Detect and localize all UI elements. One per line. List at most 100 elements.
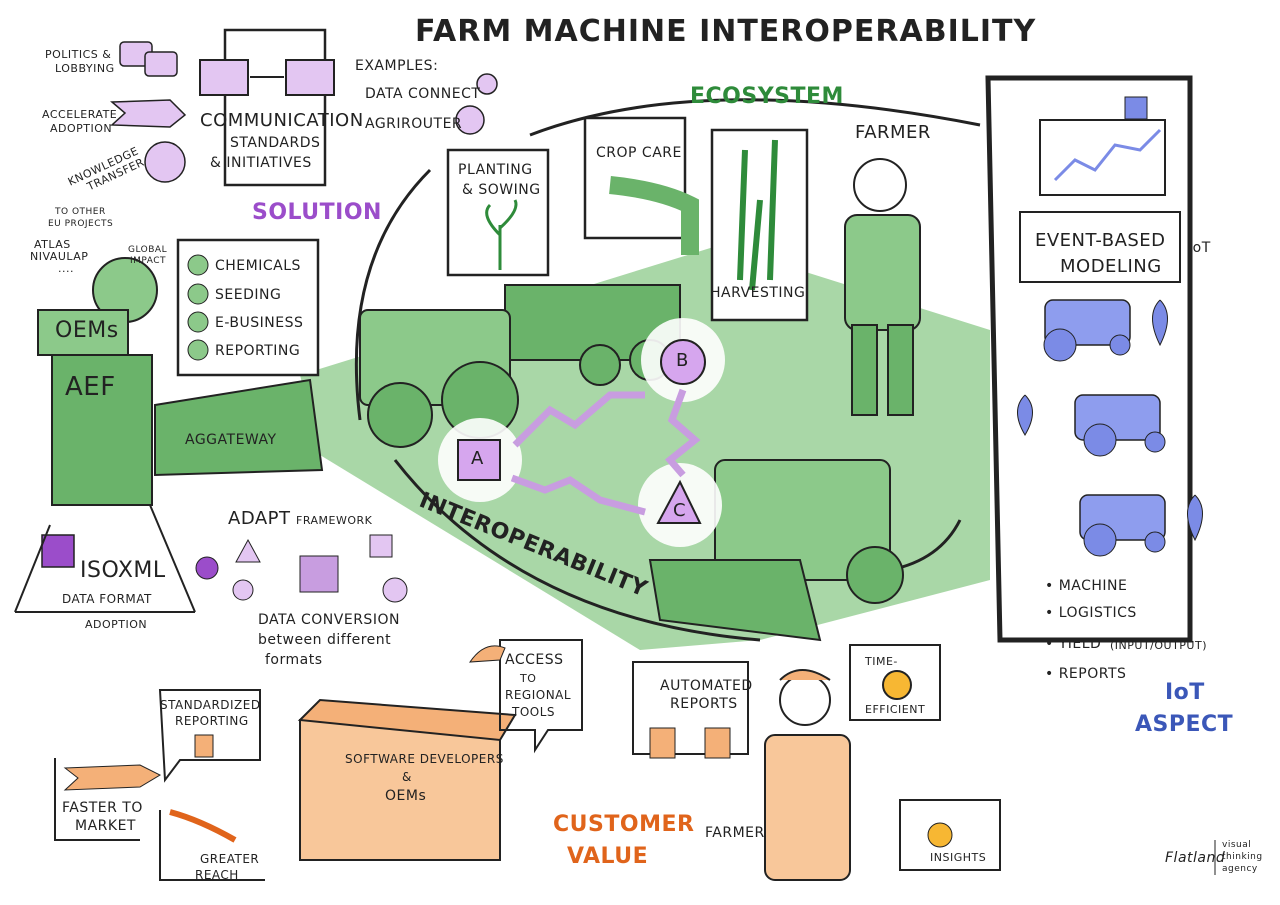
- solution-item-chemicals: CHEMICALS: [215, 258, 301, 274]
- eu-label-2: EU PROJECTS: [48, 219, 114, 229]
- adapt-conversion-1: DATA CONVERSION: [258, 612, 400, 628]
- example-data-connect: DATA CONNECT: [365, 86, 481, 102]
- customer-value-label-2: VALUE: [567, 844, 649, 869]
- standardized-label-1: STANDARDIZED: [160, 698, 261, 712]
- atlas-label-2: NIVAULAP: [30, 250, 89, 263]
- crop-care-box: [583, 116, 687, 240]
- iot-aspect-label-1: IoT: [1165, 680, 1205, 705]
- planting-label-1: PLANTING: [458, 162, 533, 178]
- solution-item-reporting: REPORTING: [215, 343, 301, 359]
- reach-label-2: REACH: [195, 868, 239, 882]
- time-label-2: EFFICIENT: [865, 703, 926, 716]
- examples-label: EXAMPLES:: [355, 58, 439, 74]
- iot-list-logistics: • LOGISTICS: [1045, 605, 1137, 621]
- node-b: [660, 339, 706, 385]
- iot-list-yield-sub: (INPUT/OUTPUT): [1110, 639, 1207, 652]
- isoxml-adoption: ADOPTION: [85, 618, 148, 631]
- developers-label-1: SOFTWARE DEVELOPERS: [345, 752, 504, 766]
- faster-label-2: MARKET: [75, 818, 136, 834]
- iot-list-machine: • MACHINE: [1045, 578, 1128, 594]
- automated-label-2: REPORTS: [670, 696, 738, 712]
- communication-subtitle-2: & INITIATIVES: [210, 155, 312, 171]
- atlas-label-3: ....: [58, 262, 74, 275]
- aggateway-label: AGGATEWAY: [185, 432, 277, 448]
- harvesting-label: HARVESTING: [710, 285, 806, 301]
- standardized-label-2: REPORTING: [175, 714, 249, 728]
- spray-hose: [609, 176, 699, 255]
- event-label-1: EVENT-BASED: [1035, 230, 1166, 251]
- farmer-body: [844, 214, 921, 331]
- isoxml-label: ISOXML: [80, 558, 166, 583]
- developers-label-3: OEMs: [385, 788, 427, 804]
- crop-care-label: CROP CARE: [596, 145, 682, 161]
- aef-building: [51, 354, 153, 506]
- automated-label-1: AUTOMATED: [660, 678, 753, 694]
- adapt-title: ADAPT: [228, 508, 291, 529]
- access-label-3: REGIONAL: [505, 688, 572, 702]
- brand-logo: Flatland: [1165, 850, 1226, 866]
- insights-label: INSIGHTS: [930, 851, 987, 864]
- iot-chart: [1039, 119, 1166, 196]
- adapt-grid: [299, 555, 339, 593]
- node-a: [457, 439, 501, 481]
- automated-box: [632, 661, 749, 755]
- iot-list-yield: • YIELD: [1045, 636, 1102, 652]
- adapt-conversion-3: formats: [265, 652, 323, 668]
- adapt-framework: FRAMEWORK: [296, 514, 373, 527]
- node-a-label: A: [471, 448, 484, 469]
- iot-aspect-label-2: ASPECT: [1135, 712, 1234, 737]
- oems-block: [37, 309, 129, 356]
- farmer-head: [853, 158, 907, 212]
- interop-arc: [393, 459, 761, 642]
- farmer2-head: [779, 674, 831, 726]
- politics-label-2: LOBBYING: [55, 62, 115, 75]
- node-b-label: B: [676, 350, 689, 371]
- ecosystem-label: ECOSYSTEM: [690, 84, 844, 109]
- reach-label-1: GREATER: [200, 852, 260, 866]
- solution-label: SOLUTION: [252, 200, 382, 225]
- iot-small-label: IoT: [1188, 240, 1211, 256]
- communication-title: COMMUNICATION: [200, 110, 364, 131]
- clock-icon: [882, 670, 912, 700]
- farmer2-label: FARMER: [705, 825, 765, 841]
- example-agrirouter: AGRIROUTER: [365, 116, 463, 132]
- eu-label-1: TO OTHER: [55, 207, 106, 217]
- planting-label-2: & SOWING: [462, 182, 541, 198]
- politics-label-1: POLITICS &: [45, 48, 112, 61]
- farmer2-overalls: [764, 734, 851, 881]
- aef-label: AEF: [65, 372, 116, 402]
- adapt-conversion-2: between different: [258, 632, 392, 648]
- event-label-2: MODELING: [1060, 256, 1162, 277]
- brand-tag-3: agency: [1222, 864, 1258, 874]
- accelerate-arrow: [110, 99, 187, 128]
- solution-item-ebusiness: E-BUSINESS: [215, 315, 304, 331]
- iot-list-reports: • REPORTS: [1045, 666, 1127, 682]
- aggateway-building: [154, 378, 324, 477]
- hand-icon: [469, 645, 506, 663]
- access-label-2: TO: [520, 672, 537, 685]
- farmer-label: FARMER: [855, 122, 931, 143]
- global-label-2: IMPACT: [130, 256, 167, 266]
- isoxml-format: DATA FORMAT: [62, 592, 152, 606]
- solution-item-seeding: SEEDING: [215, 287, 282, 303]
- planting-box: [446, 148, 550, 277]
- insights-box: [899, 799, 1001, 871]
- developers-label-2: &: [402, 770, 412, 784]
- time-box: [849, 644, 941, 721]
- faster-arrow: [63, 764, 162, 791]
- customer-value-label-1: CUSTOMER: [553, 812, 695, 837]
- oems-label: OEMs: [55, 318, 119, 343]
- access-label-1: ACCESS: [505, 652, 564, 668]
- node-c: [656, 479, 702, 524]
- iot-panel: [985, 75, 1193, 643]
- accelerate-label-1: ACCELERATE: [42, 108, 118, 121]
- accelerate-label-2: ADOPTION: [50, 122, 113, 135]
- time-label-1: TIME-: [865, 655, 898, 668]
- communication-subtitle-1: STANDARDS: [230, 135, 321, 151]
- access-label-4: TOOLS: [512, 705, 556, 719]
- isoxml-icon: [41, 534, 75, 568]
- brand-tag-1: visual: [1222, 840, 1252, 850]
- monitor-right: [285, 59, 335, 96]
- monitor-left: [199, 59, 249, 96]
